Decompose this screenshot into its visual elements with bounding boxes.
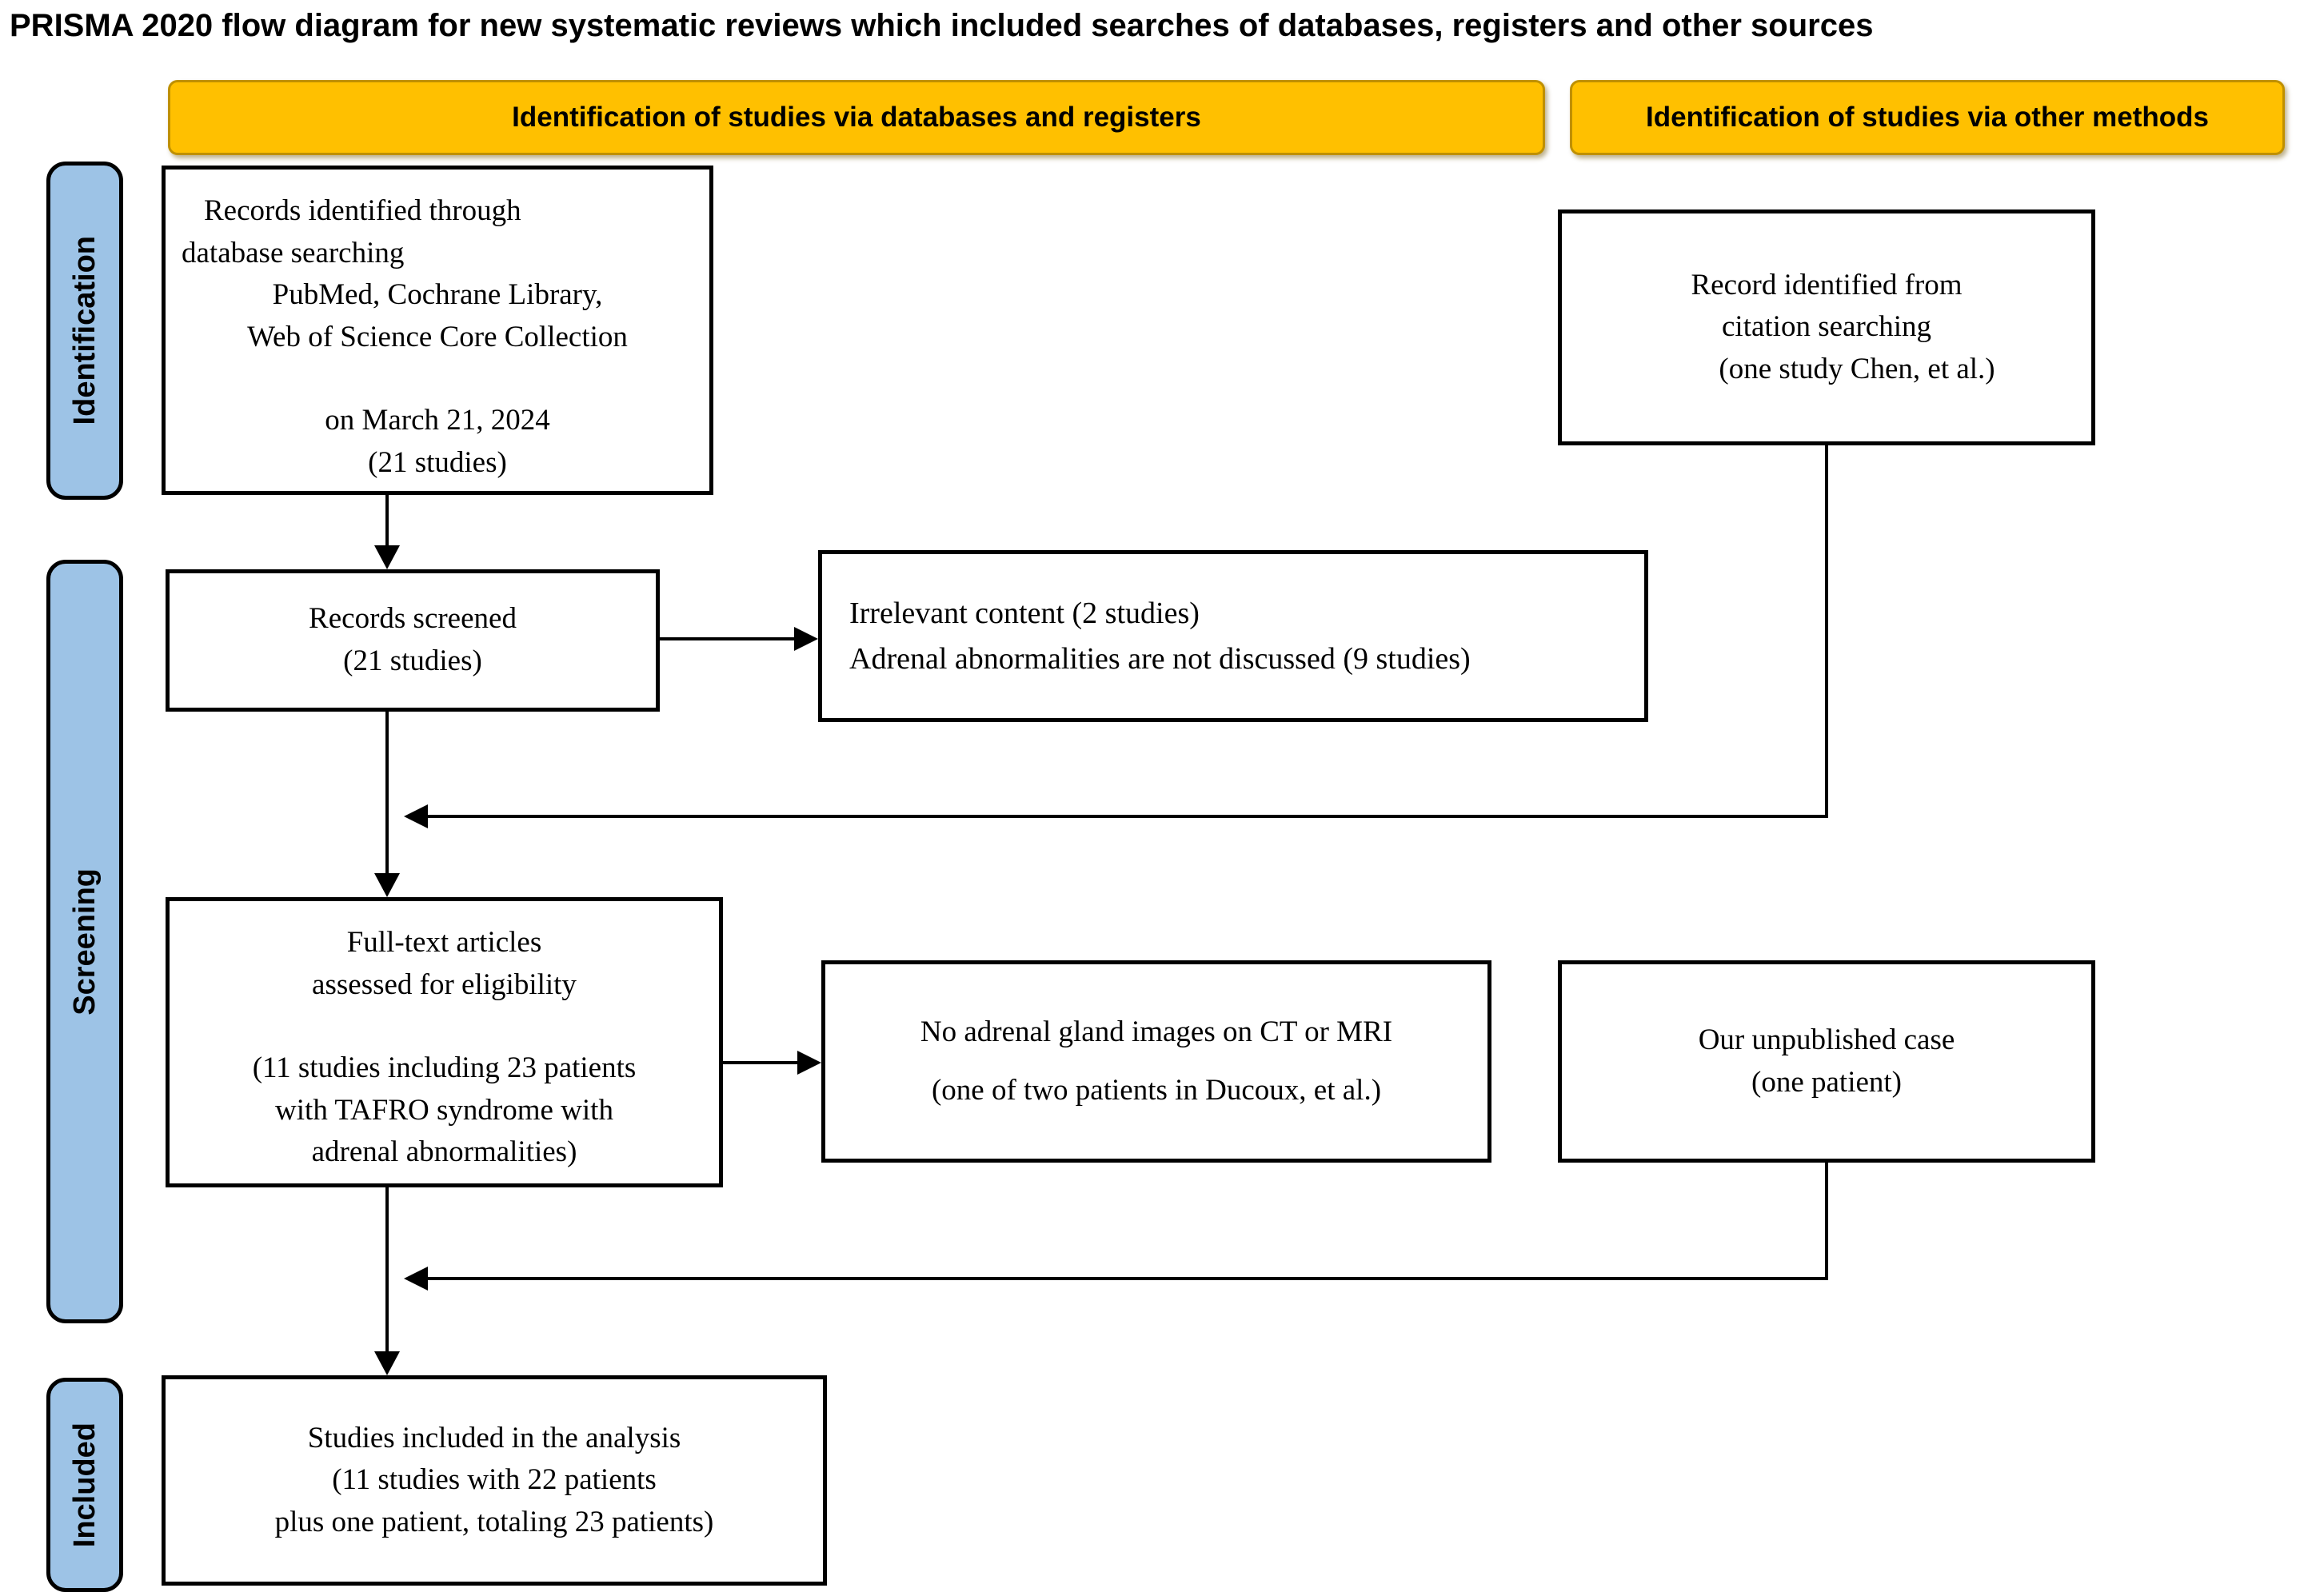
box-text-line: Irrelevant content (2 studies): [849, 596, 1200, 630]
box-text-line: Studies included in the analysis: [307, 1421, 681, 1454]
arrow-line: [385, 495, 389, 549]
arrow-head-right-icon: [797, 1051, 821, 1075]
arrow-head-down-icon: [374, 873, 400, 897]
stage-included: Included: [46, 1378, 123, 1592]
stage-screening-label: Screening: [67, 868, 102, 1015]
box-text-line: (11 studies including 23 patients: [252, 1051, 637, 1085]
box-text-line: assessed for eligibility: [312, 968, 577, 1001]
box-text-line: (one patient): [1751, 1065, 1902, 1099]
arrow-head-down-icon: [374, 1351, 400, 1375]
stage-included-label: Included: [67, 1422, 102, 1548]
arrow-line: [385, 1187, 389, 1353]
records-identified-box: Records identified through database sear…: [162, 166, 713, 495]
studies-included-box: Studies included in the analysis (11 stu…: [162, 1375, 827, 1586]
arrow-line: [426, 815, 1828, 818]
arrow-line: [426, 1277, 1828, 1280]
banner-other-methods: Identification of studies via other meth…: [1570, 80, 2285, 155]
box-text-line: on March 21, 2024: [325, 404, 550, 437]
box-text-line: No adrenal gland images on CT or MRI: [920, 1015, 1393, 1049]
arrow-line: [657, 637, 797, 640]
box-text-line: (11 studies with 22 patients: [332, 1463, 657, 1497]
box-text-line: Web of Science Core Collection: [247, 320, 628, 353]
page-title: PRISMA 2020 flow diagram for new systema…: [10, 8, 1874, 43]
stage-screening: Screening: [46, 560, 123, 1323]
box-text-line: adrenal abnormalities): [311, 1135, 577, 1169]
box-text-line: Records identified through: [204, 194, 521, 227]
arrow-head-left-icon: [404, 804, 428, 828]
citation-record-box: Record identified from citation searchin…: [1558, 209, 2095, 445]
stage-identification-label: Identification: [67, 236, 102, 425]
arrow-line: [723, 1061, 801, 1064]
box-text-line: (one study Chen, et al.): [1719, 352, 1995, 385]
banner-databases-registers-label: Identification of studies via databases …: [512, 102, 1201, 133]
box-text-line: (21 studies): [368, 445, 507, 479]
stage-identification: Identification: [46, 162, 123, 500]
box-text-line: Full-text articles: [346, 926, 542, 959]
records-screened-box: Records screened (21 studies): [166, 569, 660, 712]
box-text-line: plus one patient, totaling 23 patients): [274, 1505, 714, 1538]
excluded-screening-box: Irrelevant content (2 studies) Adrenal a…: [818, 550, 1648, 722]
box-text-line: Records screened: [309, 602, 517, 636]
arrow-head-down-icon: [374, 545, 400, 569]
excluded-fulltext-box: No adrenal gland images on CT or MRI (on…: [821, 960, 1491, 1163]
box-text-line: (one of two patients in Ducoux, et al.): [931, 1073, 1382, 1107]
box-text-line: Record identified from: [1691, 268, 1963, 301]
box-text-line: (21 studies): [343, 644, 482, 677]
box-text-spacer: [166, 358, 709, 400]
box-text-line: Our unpublished case: [1698, 1023, 1955, 1056]
box-text-line: citation searching: [1722, 310, 1931, 344]
box-text-line: with TAFRO syndrome with: [275, 1093, 613, 1127]
box-text-line: database searching: [182, 236, 405, 269]
arrow-line: [1825, 1163, 1828, 1280]
banner-databases-registers: Identification of studies via databases …: [168, 80, 1545, 155]
fulltext-assessed-box: Full-text articles assessed for eligibil…: [166, 897, 723, 1187]
banner-other-methods-label: Identification of studies via other meth…: [1646, 102, 2209, 133]
arrow-line: [1825, 445, 1828, 818]
arrow-head-right-icon: [794, 627, 818, 651]
box-text-spacer: [170, 1006, 719, 1047]
arrow-line: [385, 712, 389, 875]
box-text-line: PubMed, Cochrane Library,: [272, 278, 603, 312]
arrow-head-left-icon: [404, 1267, 428, 1291]
box-text-line: Adrenal abnormalities are not discussed …: [849, 641, 1471, 676]
unpublished-case-box: Our unpublished case (one patient): [1558, 960, 2095, 1163]
